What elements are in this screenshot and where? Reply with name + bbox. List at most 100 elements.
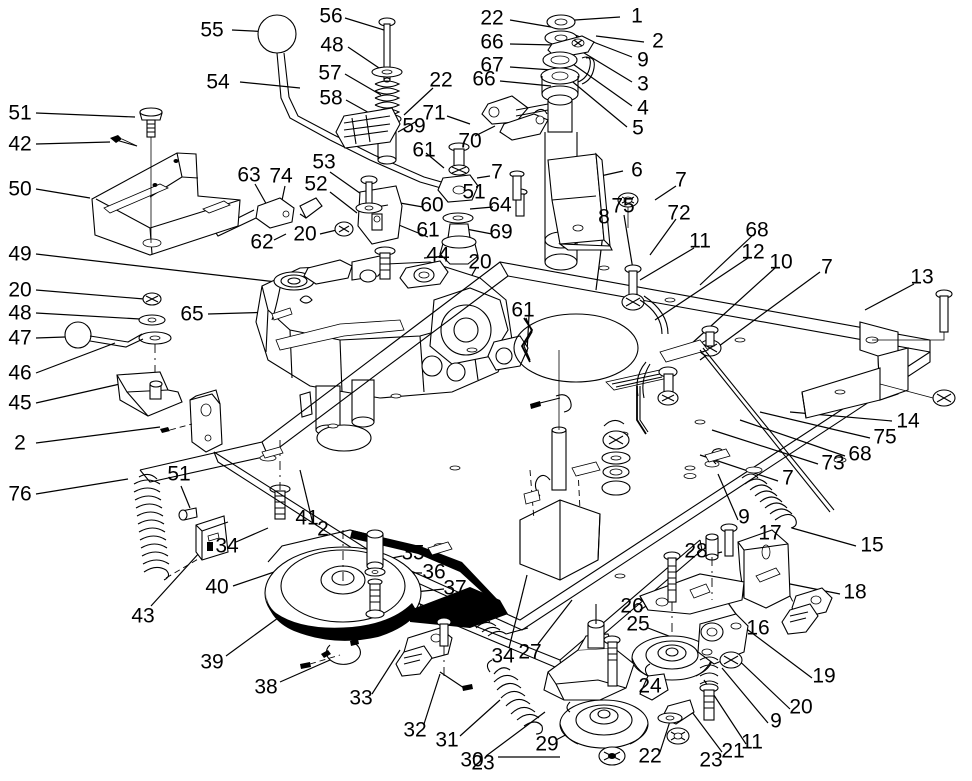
callout-number: 43 (131, 604, 155, 628)
callout-number: 50 (8, 177, 32, 201)
callout-number: 7 (782, 466, 794, 490)
lower-right-assembly (631, 523, 833, 745)
callout-number: 69 (489, 220, 513, 244)
callout-number: 62 (250, 230, 274, 254)
spring-9-right (741, 473, 797, 529)
callout-number: 51 (167, 462, 191, 486)
small-parts-left-column (64, 292, 291, 581)
callout-number: 12 (741, 240, 765, 264)
callout-number: 3 (637, 72, 649, 96)
shift-tower-column (481, 14, 639, 271)
callout-number: 7 (821, 255, 833, 279)
spring-76 (133, 473, 170, 581)
callout-number: 25 (626, 612, 650, 636)
callout-number: 30 (460, 748, 484, 772)
callout-number: 23 (699, 748, 723, 772)
callout-number: 57 (318, 61, 342, 85)
callout-number: 33 (349, 686, 373, 710)
callout-number: 9 (770, 709, 782, 733)
callout-number: 66 (472, 67, 496, 91)
callout-number: 63 (237, 163, 261, 187)
callout-number: 11 (689, 229, 711, 253)
callout-number: 67 (480, 53, 504, 77)
callout-number: 29 (535, 732, 559, 756)
mounting-bracket-50 (91, 107, 241, 256)
callout-number: 7 (675, 168, 687, 192)
callout-number: 58 (319, 86, 343, 110)
callout-number: 52 (304, 172, 328, 196)
callout-number: 60 (420, 193, 444, 217)
callout-number: 20 (8, 278, 32, 302)
callout-number: 61 (511, 298, 535, 322)
callout-number: 16 (746, 616, 770, 640)
callout-number: 61 (412, 138, 436, 162)
callout-number: 31 (435, 728, 459, 752)
callout-number: 13 (910, 265, 934, 289)
callout-number: 20 (293, 222, 317, 246)
callout-number: 72 (667, 201, 691, 225)
center-frame-detail (300, 350, 711, 669)
callout-number: 42 (8, 132, 32, 156)
callout-number: 1 (631, 4, 643, 28)
callout-number: 34 (491, 644, 515, 668)
callout-number: 64 (488, 193, 512, 217)
callout-number: 10 (769, 250, 793, 274)
callout-number: 26 (620, 594, 644, 618)
callout-number: 61 (416, 218, 440, 242)
transaxle-housing (255, 142, 529, 452)
callout-number: 51 (8, 101, 32, 125)
callout-number: 55 (200, 18, 224, 42)
callout-number: 70 (458, 129, 482, 153)
callout-number: 35 (401, 541, 425, 565)
callout-number: 5 (632, 116, 644, 140)
right-bracket-cluster (621, 264, 835, 529)
callout-number: 37 (443, 576, 467, 600)
shift-plate-bracket-assembly (213, 107, 403, 245)
callout-number: 47 (8, 326, 32, 350)
callout-number: 76 (8, 482, 32, 506)
callout-number: 59 (402, 114, 426, 138)
callout-number: 54 (206, 70, 230, 94)
callout-number: 15 (860, 533, 884, 557)
callout-number: 45 (8, 391, 32, 415)
callout-number: 27 (518, 640, 542, 664)
callout-number: 40 (205, 575, 229, 599)
callout-number: 32 (403, 718, 427, 742)
callout-number: 53 (312, 150, 336, 174)
callout-number: 71 (422, 101, 446, 125)
misc-hardware (261, 394, 847, 556)
spring-31 (493, 667, 543, 735)
callout-number: 28 (684, 539, 708, 563)
callout-number: 7 (491, 160, 503, 184)
callout-number: 73 (821, 451, 845, 475)
callout-number: 74 (269, 164, 293, 188)
callout-number: 22 (429, 68, 453, 92)
callout-number: 6 (631, 158, 643, 182)
callout-number: 20 (468, 250, 492, 274)
drive-pulley-belt-assembly (264, 529, 508, 691)
callout-number: 39 (200, 650, 224, 674)
callout-number: 48 (320, 33, 344, 57)
callout-number: 44 (426, 243, 450, 267)
callout-number: 18 (843, 580, 867, 604)
callout-number: 2 (317, 517, 329, 541)
callout-number: 51 (462, 180, 486, 204)
callout-number: 48 (8, 301, 32, 325)
callout-number: 9 (738, 505, 750, 529)
callout-number: 9 (637, 48, 649, 72)
callout-number: 2 (14, 431, 26, 455)
callout-number: 2 (652, 29, 664, 53)
callout-number: 22 (480, 6, 504, 30)
callout-number: 46 (8, 361, 32, 385)
callout-number: 75 (611, 194, 635, 218)
callout-number: 56 (319, 4, 343, 28)
callout-number: 19 (812, 664, 836, 688)
callout-number: 21 (721, 739, 745, 763)
callout-number: 24 (638, 674, 662, 698)
callout-number: 68 (848, 442, 872, 466)
callout-number: 41 (295, 506, 319, 530)
bottom-center-pulley-assembly (486, 604, 649, 766)
callout-number: 38 (254, 675, 278, 699)
